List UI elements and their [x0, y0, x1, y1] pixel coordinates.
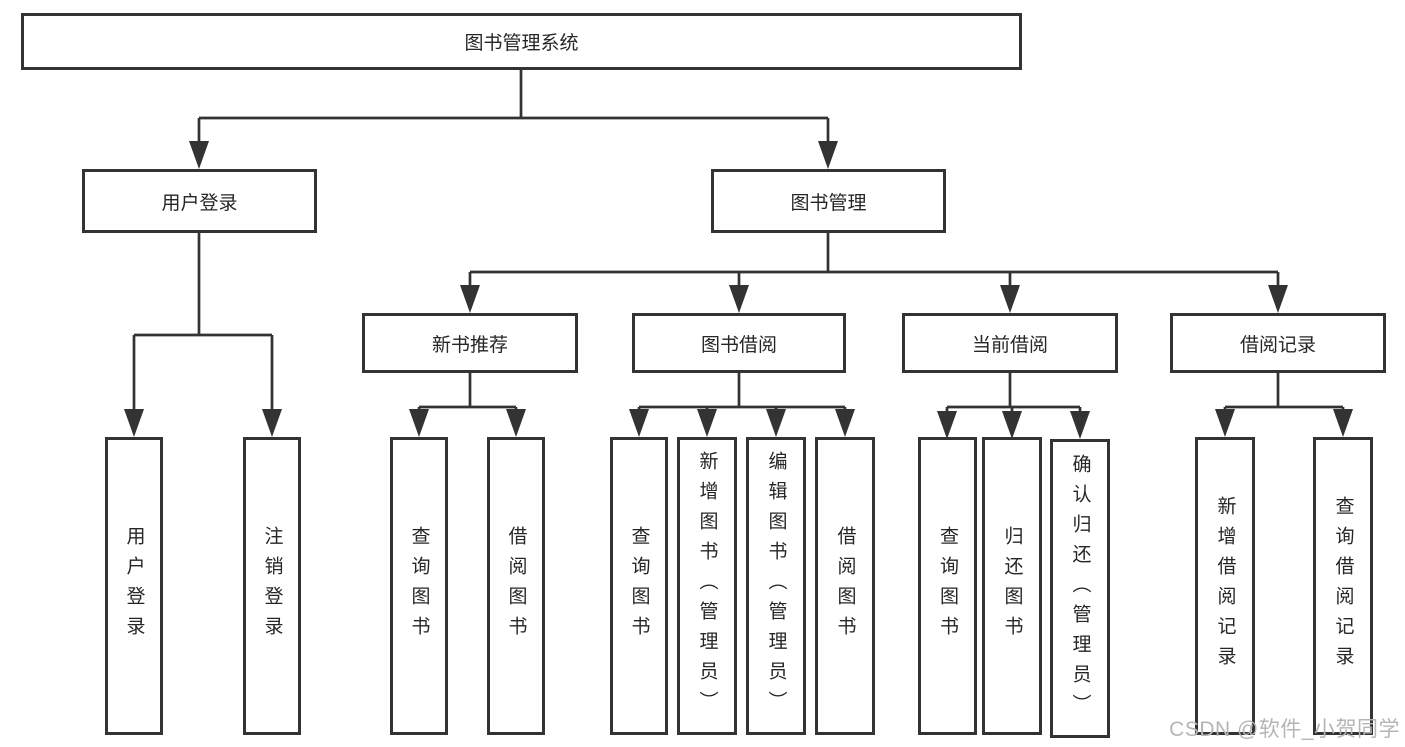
- node-leaf-edit-books-admin: 编辑图书（管理员）: [746, 437, 806, 735]
- node-current-borrowing: 当前借阅: [902, 313, 1118, 373]
- node-borrowing-records: 借阅记录: [1170, 313, 1386, 373]
- node-leaf-borrow-books-1: 借阅图书: [487, 437, 545, 735]
- node-book-borrowing: 图书借阅: [632, 313, 846, 373]
- node-leaf-add-borrow-record: 新增借阅记录: [1195, 437, 1255, 735]
- node-leaf-query-books-2: 查询图书: [610, 437, 668, 735]
- node-user-login: 用户登录: [82, 169, 317, 233]
- node-leaf-query-borrow-record: 查询借阅记录: [1313, 437, 1373, 735]
- node-leaf-logout-login: 注销登录: [243, 437, 301, 735]
- node-leaf-query-books-1: 查询图书: [390, 437, 448, 735]
- watermark: CSDN @软件_小贺同学: [1169, 718, 1400, 741]
- node-leaf-confirm-return-admin: 确认归还（管理员）: [1050, 439, 1110, 738]
- node-library-management-system: 图书管理系统: [21, 13, 1022, 70]
- node-leaf-borrow-books-2: 借阅图书: [815, 437, 875, 735]
- node-leaf-user-login: 用户登录: [105, 437, 163, 735]
- node-book-management: 图书管理: [711, 169, 946, 233]
- node-leaf-query-books-3: 查询图书: [918, 437, 977, 735]
- node-leaf-add-books-admin: 新增图书（管理员）: [677, 437, 737, 735]
- node-leaf-return-books: 归还图书: [982, 437, 1042, 735]
- node-new-book-recommend: 新书推荐: [362, 313, 578, 373]
